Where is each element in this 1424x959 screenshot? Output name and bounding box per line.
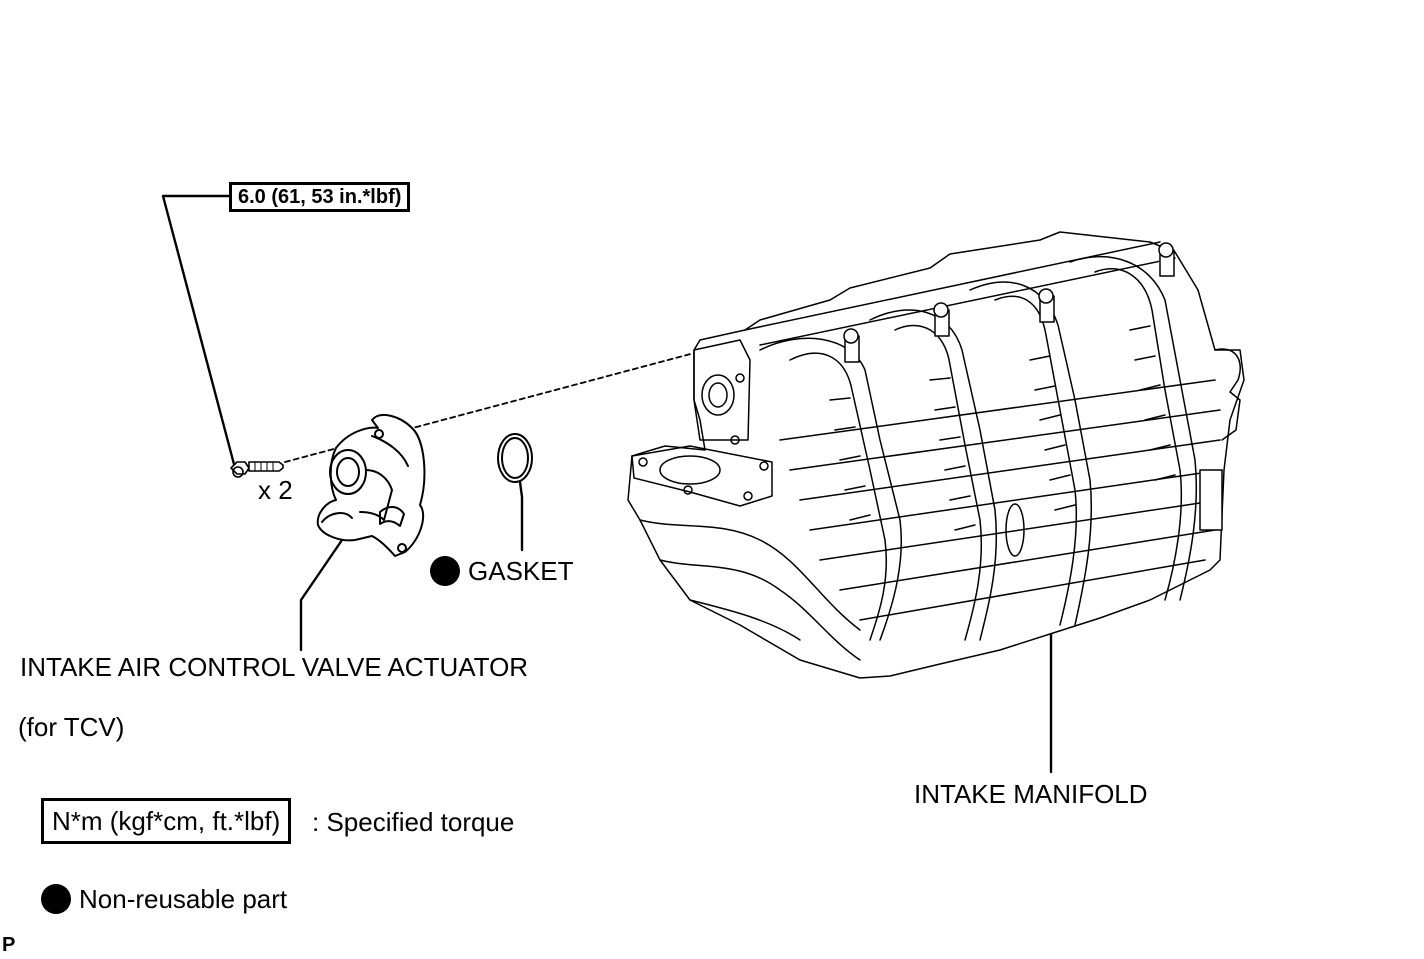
reference-mark: P (2, 934, 16, 956)
gasket-part-icon (497, 433, 533, 483)
non-reusable-dot-icon (430, 556, 460, 586)
intake-manifold-icon (627, 231, 1245, 679)
actuator-leader-line (299, 538, 344, 652)
actuator-part-icon (316, 413, 426, 557)
gasket-label: GASKET (468, 556, 574, 586)
actuator-sublabel: (for TCV) (18, 712, 125, 742)
torque-spec-box: 6.0 (61, 53 in.*lbf) (229, 182, 411, 212)
legend-non-reusable-description: Non-reusable part (79, 884, 288, 914)
gasket-leader-line (518, 480, 524, 552)
legend-torque-description: : Specified torque (312, 807, 515, 837)
legend-torque-box: N*m (kgf*cm, ft.*lbf) (41, 798, 292, 844)
torque-leader-line (161, 194, 237, 470)
legend-non-reusable-dot-icon (41, 884, 71, 914)
bolt-icon (230, 461, 284, 478)
actuator-label: INTAKE AIR CONTROL VALVE ACTUATOR (20, 652, 529, 682)
quantity-label: x 2 (258, 475, 293, 505)
manifold-label: INTAKE MANIFOLD (914, 779, 1148, 809)
